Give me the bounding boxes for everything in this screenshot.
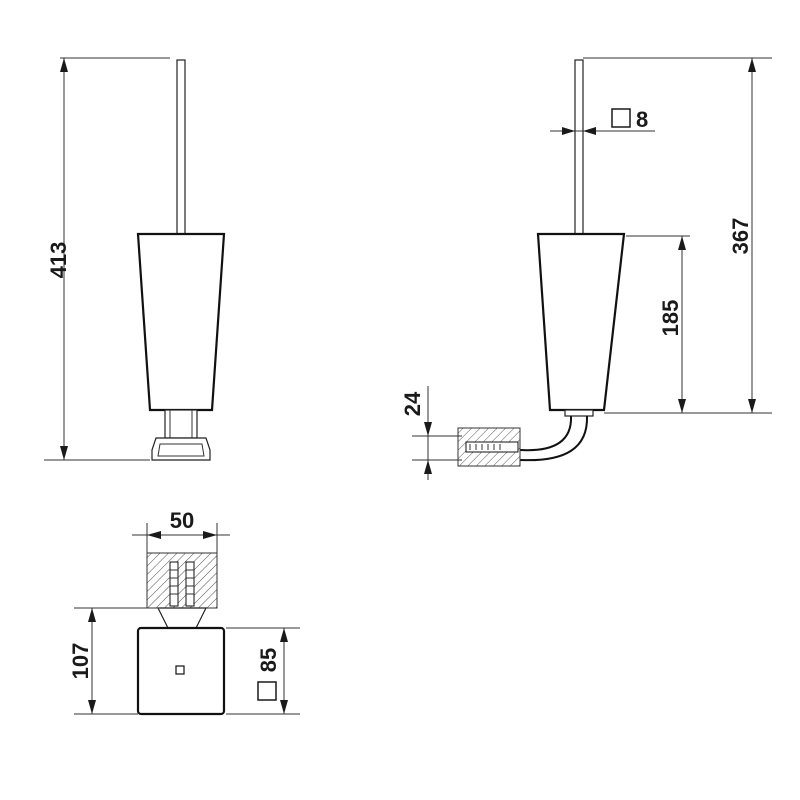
side-bowl <box>536 232 626 412</box>
dim-handle-section: 8 <box>636 107 648 132</box>
side-curved-arm <box>519 415 573 452</box>
square-section-icon <box>611 108 631 128</box>
dim-base-section: 85 <box>256 648 281 672</box>
top-center-hole <box>175 665 185 675</box>
dim-front-height: 413 <box>46 242 71 279</box>
dim-side-height: 367 <box>728 218 753 255</box>
top-neck <box>157 607 207 629</box>
top-view: 50 107 85 <box>68 508 300 716</box>
dim-mount-height: 24 <box>400 391 425 416</box>
dim-mount-width: 50 <box>170 508 194 533</box>
front-wall-mount <box>151 437 211 461</box>
side-view: 367 185 8 24 <box>400 57 772 480</box>
front-view: 413 <box>44 57 226 461</box>
top-wall-section <box>146 552 218 609</box>
front-handle-rod <box>176 59 186 237</box>
square-section-icon <box>257 681 277 701</box>
dim-base-height: 107 <box>68 643 93 680</box>
dim-bowl-height: 185 <box>658 300 683 337</box>
front-bowl <box>136 232 226 412</box>
side-handle-rod <box>574 59 584 237</box>
